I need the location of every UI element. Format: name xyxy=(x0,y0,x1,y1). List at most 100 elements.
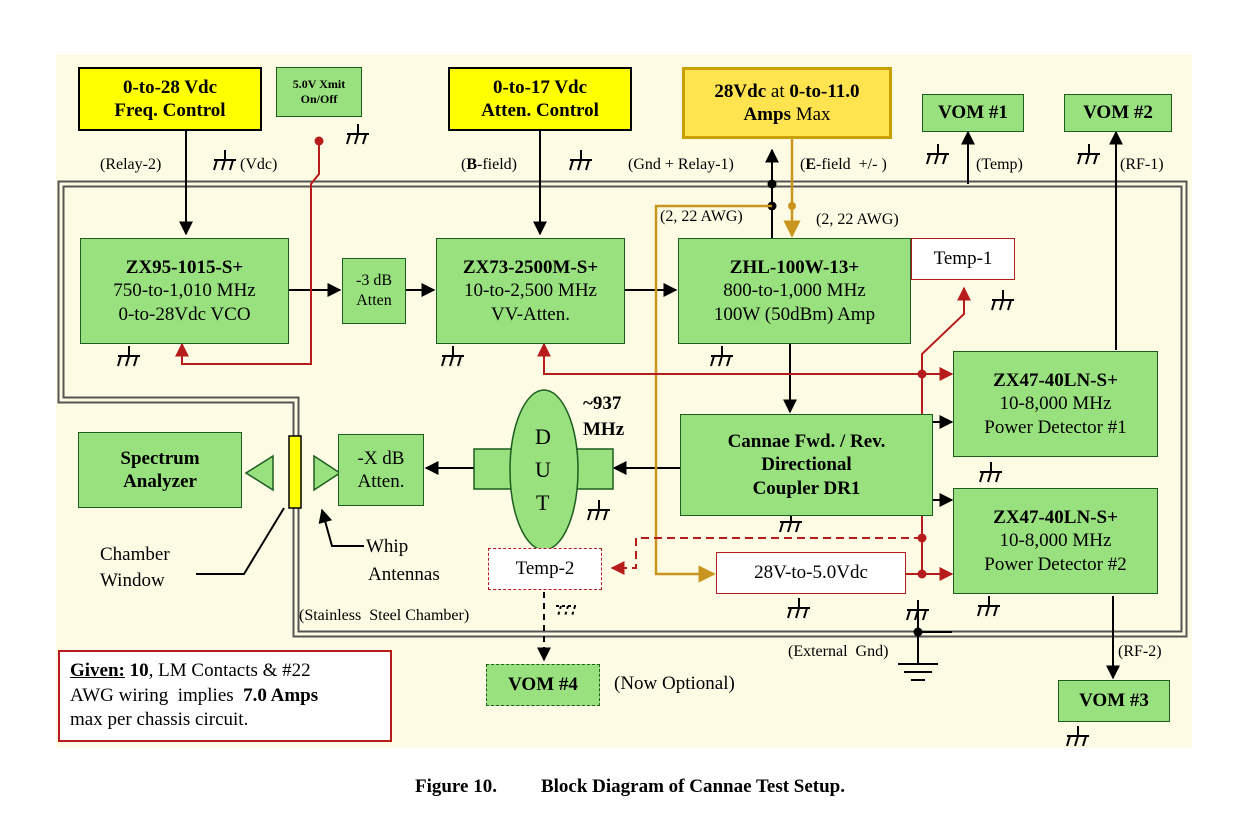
regulator-block: 28V-to-5.0Vdc xyxy=(716,552,906,594)
power-detector-2-block: ZX47-40LN-S+ 10-8,000 MHz Power Detector… xyxy=(953,488,1158,594)
vom2-label: VOM #2 xyxy=(1083,102,1153,124)
xmit-to-vco-line xyxy=(175,138,320,365)
freq-control-block: 0-to-28 Vdc Freq. Control xyxy=(78,67,262,131)
x-atten-line2: Atten. xyxy=(357,471,405,492)
rf1-label: (RF-1) xyxy=(1120,156,1164,173)
stainless-label: (Stainless Steel Chamber) xyxy=(299,607,470,624)
freq-control-line2: Freq. Control xyxy=(114,100,226,121)
temp1-feedback-line xyxy=(921,286,971,374)
power-detector-1-block: ZX47-40LN-S+ 10-8,000 MHz Power Detector… xyxy=(953,351,1158,457)
chamber-window-leader xyxy=(196,507,285,575)
antenna-left-icon xyxy=(244,454,274,492)
vom1-block: VOM #1 xyxy=(922,94,1024,132)
amp-block: ZHL-100W-13+ 800-to-1,000 MHz 100W (50dB… xyxy=(678,238,911,344)
x-atten-block: -X dB Atten. xyxy=(338,434,424,506)
dut-frequency-line1: ~937 xyxy=(583,393,622,414)
xmit-switch-block[interactable]: 5.0V Xmit On/Off xyxy=(276,67,362,117)
xmit-line1: 5.0V Xmit xyxy=(292,77,346,92)
figure-title: Block Diagram of Cannae Test Setup. xyxy=(540,776,845,797)
vvatten-range: 10-to-2,500 MHz xyxy=(464,280,597,302)
temp1-label: Temp-1 xyxy=(933,248,993,270)
given-count: 10 xyxy=(124,659,149,681)
relay2-label: (Relay-2) xyxy=(100,156,162,173)
figure-number: Figure 10. xyxy=(414,776,497,797)
vco-range: 750-to-1,010 MHz xyxy=(113,280,256,302)
vom1-label: VOM #1 xyxy=(938,102,1008,124)
temp1-sensor: Temp-1 xyxy=(911,238,1015,280)
given-note: Given: 10, LM Contacts & #22 AWG wiring … xyxy=(58,650,392,742)
antenna-right-icon xyxy=(313,454,342,492)
chamber-window-label-2: Window xyxy=(100,570,165,591)
efield-label: (E-field +/- ) xyxy=(800,156,887,173)
whip-leader xyxy=(318,508,364,547)
coupler-line2: Directional xyxy=(761,454,852,476)
supply-at: at xyxy=(766,80,790,102)
pd1-model: ZX47-40LN-S+ xyxy=(993,370,1118,392)
pd1-range: 10-8,000 MHz xyxy=(999,393,1112,415)
vom2-block: VOM #2 xyxy=(1064,94,1172,132)
dut-letter-d: D xyxy=(535,424,551,449)
vom4-block: VOM #4 xyxy=(486,664,600,706)
vco-desc: 0-to-28Vdc VCO xyxy=(118,303,251,325)
chamber-window-icon xyxy=(288,435,302,509)
given-part3: max per chassis circuit. xyxy=(70,709,249,731)
dut-letter-t: T xyxy=(536,490,550,515)
amp-desc: 100W (50dBm) Amp xyxy=(713,303,876,325)
given-part2: AWG wiring implies xyxy=(70,684,244,706)
dut-frequency-line2: MHz xyxy=(583,419,625,440)
awg-right-label: (2, 22 AWG) xyxy=(816,211,899,228)
freq-control-line1: 0-to-28 Vdc xyxy=(122,76,218,98)
regulator-label: 28V-to-5.0Vdc xyxy=(754,562,868,584)
coupler-line3: Coupler DR1 xyxy=(752,477,861,499)
spectrum-analyzer-block: Spectrum Analyzer xyxy=(78,432,242,508)
pd2-desc: Power Detector #2 xyxy=(984,553,1127,575)
atten-control-line1: 0-to-17 Vdc xyxy=(492,76,588,98)
supply-range: 0-to-11.0 xyxy=(789,80,860,102)
atten-control-block: 0-to-17 Vdc Atten. Control xyxy=(448,67,632,131)
awg-left-label: (2, 22 AWG) xyxy=(660,208,743,225)
vom3-block: VOM #3 xyxy=(1058,680,1170,722)
chamber-outline xyxy=(57,180,1188,638)
atten-control-line2: Atten. Control xyxy=(481,100,599,121)
x-atten-line1: -X dB xyxy=(357,447,405,469)
temp2-dashed-line xyxy=(610,537,922,575)
block-diagram: 0-to-28 Vdc Freq. Control 5.0V Xmit On/O… xyxy=(56,54,1192,748)
chamber-window-label-1: Chamber xyxy=(100,544,170,565)
supply-volts: 28Vdc xyxy=(714,80,767,102)
external-gnd-label: (External Gnd) xyxy=(788,643,889,660)
whip-label-2: Antennas xyxy=(368,564,440,585)
bfield-label: (B-field) xyxy=(461,156,517,173)
vom3-label: VOM #3 xyxy=(1079,690,1149,712)
temp2-ground-icon xyxy=(556,605,576,617)
temp2-sensor: Temp-2 xyxy=(488,548,602,590)
supply-amps: Amps xyxy=(743,104,791,125)
temp-label: (Temp) xyxy=(976,156,1023,173)
supply-max: Max xyxy=(790,104,831,125)
gnd-relay1-label: (Gnd + Relay-1) xyxy=(628,156,734,173)
vvatten-feedback-line xyxy=(537,342,922,375)
amp-model: ZHL-100W-13+ xyxy=(729,257,860,279)
rf2-label: (RF-2) xyxy=(1118,643,1162,660)
dut-device xyxy=(473,389,614,551)
vco-block: ZX95-1015-S+ 750-to-1,010 MHz 0-to-28Vdc… xyxy=(80,238,289,344)
whip-label-1: Whip xyxy=(366,536,409,557)
given-part1: , LM Contacts & #22 xyxy=(148,659,311,681)
vom4-label: VOM #4 xyxy=(508,674,578,696)
atten-3db-line2: Atten xyxy=(356,292,392,309)
given-heading: Given: xyxy=(70,659,125,681)
xmit-line2: On/Off xyxy=(300,92,338,106)
pd2-model: ZX47-40LN-S+ xyxy=(993,507,1118,529)
amp-range: 800-to-1,000 MHz xyxy=(723,280,866,302)
connection-lines xyxy=(57,123,1188,747)
vdc-label: (Vdc) xyxy=(240,156,278,173)
vvatten-model: ZX73-2500M-S+ xyxy=(462,257,599,279)
vco-model: ZX95-1015-S+ xyxy=(125,257,244,279)
dut-letter-u: U xyxy=(535,457,551,482)
temp2-label: Temp-2 xyxy=(515,558,575,580)
directional-coupler-block: Cannae Fwd. / Rev. Directional Coupler D… xyxy=(680,414,933,516)
atten-3db-block: -3 dB Atten xyxy=(342,258,406,324)
figure-caption: Figure 10. Block Diagram of Cannae Test S… xyxy=(0,776,1260,798)
atten-3db-line1: -3 dB xyxy=(356,272,392,290)
vvatten-desc: VV-Atten. xyxy=(491,303,570,325)
power-to-regulator-line xyxy=(654,204,772,583)
